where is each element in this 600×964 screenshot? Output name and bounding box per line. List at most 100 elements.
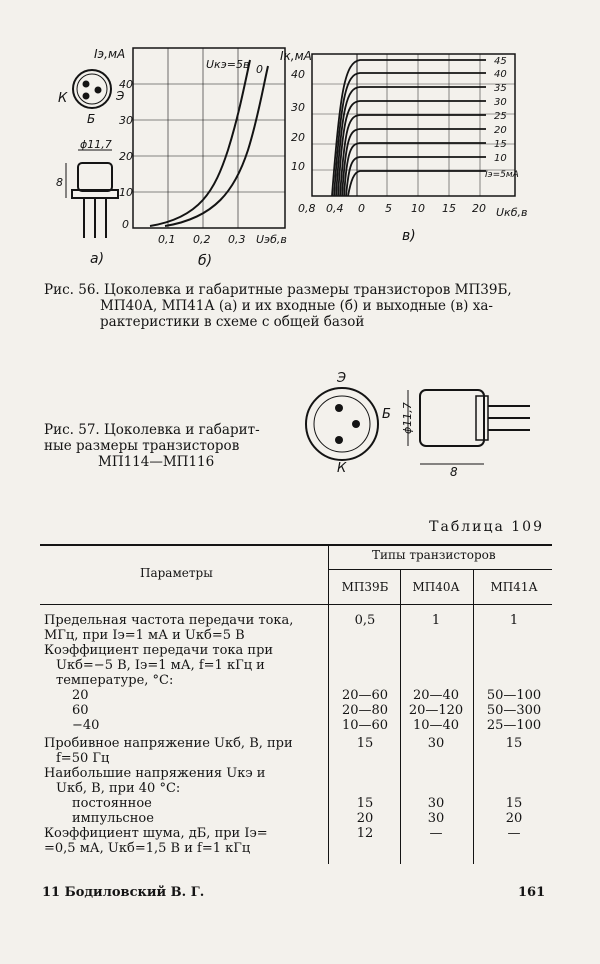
input-curve-uke5 (149, 59, 251, 227)
param-text: температуре, °С: (56, 673, 174, 688)
table-header-rule (40, 604, 552, 605)
param-text: 20 (72, 688, 89, 703)
caption-line: МП114—МП116 (98, 454, 215, 470)
panel-b-ytick-0: 0 (122, 218, 129, 231)
panel-c-ytick-30: 30 (291, 101, 305, 114)
panel-c-chart: Iк,мА 40 30 20 10 45 40 35 30 25 20 15 1… (280, 49, 527, 244)
param-text: Коэффициент передачи тока при (44, 643, 274, 658)
caption-line: ные размеры транзисторов (44, 438, 240, 454)
fig57-pin-e: Э (336, 371, 346, 386)
panel-b-xtick-02: 0,2 (193, 233, 211, 246)
cell-value: 1 (509, 613, 519, 628)
cell-value: 1 (431, 613, 441, 628)
cell-value: 20—120 (408, 703, 464, 718)
table-row: Наибольшие напряжения Uкэ и Uкб, В, при … (44, 766, 314, 796)
col-header-mp39b: МП39Б (341, 580, 389, 594)
fig57-diameter: ϕ11,7 (401, 402, 414, 434)
panel-c-xtick-08: 0,8 (298, 202, 316, 215)
figure-56: Э К Б ϕ11,7 8 а) Iэ,мА 40 30 20 10 0 0,1… (56, 47, 527, 269)
table-vrule (328, 544, 329, 864)
panel-c-xtick-0: 0 (358, 202, 365, 215)
fig57-pin-k: К (337, 461, 347, 476)
figure-57: Э Б К ϕ11,7 8 (305, 371, 530, 479)
panel-c-xlabel: Uкб,в (496, 206, 527, 219)
param-text: Наибольшие напряжения Uкэ и (44, 766, 266, 781)
fig57-pin-b: Б (382, 407, 391, 422)
curve-30: 30 (494, 97, 507, 108)
footer-signature: 11 Бодиловский В. Г. (42, 885, 205, 900)
panel-c-ytick-40: 40 (291, 68, 305, 81)
cell-value: 30 (427, 811, 445, 826)
pin-b-label: Б (87, 112, 95, 126)
panel-c-xtick-10: 10 (411, 202, 425, 215)
panel-b-chart: Iэ,мА 40 30 20 10 0 0,1 0,2 0,3 Uэб,в Uк… (94, 47, 287, 269)
param-text: f=50 Гц (56, 751, 110, 766)
types-header: Типы транзисторов (372, 548, 496, 562)
height-label: 8 (56, 176, 63, 189)
panel-b-xtick-03: 0,3 (228, 233, 246, 246)
curve-5: Iэ=5мА (485, 170, 519, 180)
caption-line: МП40А, МП41А (а) и их входные (б) и выхо… (100, 298, 493, 314)
panel-b-ytick-30: 30 (119, 114, 133, 127)
param-text: Коэффициент шума, дБ, при Iэ= (44, 826, 268, 841)
table-vrule (473, 569, 474, 864)
param-text: 60 (72, 703, 89, 718)
cell-value: 15 (505, 796, 523, 811)
panel-b-ytick-10: 10 (119, 186, 133, 199)
panel-b-label: б) (198, 253, 212, 269)
panel-c-xtick-5: 5 (385, 202, 392, 215)
table-row: Предельная частота передачи тока, МГц, п… (44, 613, 314, 643)
col-header-mp40a: МП40А (412, 580, 460, 594)
caption-line: Рис. 56. Цоколевка и габаритные размеры … (44, 282, 512, 298)
cell-value: 12 (356, 826, 374, 841)
types-rule (328, 569, 552, 570)
param-text: постоянное (72, 796, 152, 811)
param-text: Пробивное напряжение Uкб, В, при (44, 736, 293, 751)
table-row: Коэффициент шума, дБ, при Iэ= =0,5 мА, U… (44, 826, 314, 856)
table-row: Пробивное напряжение Uкб, В, при f=50 Гц (44, 736, 314, 766)
curve-45: 45 (494, 56, 507, 67)
panel-b-ytick-20: 20 (119, 150, 133, 163)
panel-c-xtick-15: 15 (442, 202, 456, 215)
cell-value: 20 (356, 811, 374, 826)
cell-value: 10—60 (341, 718, 389, 733)
col-header-mp41a: МП41А (490, 580, 538, 594)
table-title: Таблица 109 (429, 519, 544, 535)
panel-b-xtick-01: 0,1 (158, 233, 176, 246)
panel-c-label: в) (402, 228, 416, 244)
panel-a-label: а) (90, 251, 104, 267)
pin-e-label: Э (115, 89, 125, 103)
param-text: Uкб, В, при 40 °С: (56, 781, 181, 796)
page-number: 161 (518, 885, 546, 900)
panel-b-xlabel: Uэб,в (256, 233, 287, 246)
param-text: −40 (72, 718, 100, 733)
curve-10: 10 (494, 153, 507, 164)
cell-value: 50—300 (486, 703, 542, 718)
figure-56-caption: Рис. 56. Цоколевка и габаритные размеры … (44, 282, 564, 330)
curve-20: 20 (494, 125, 507, 136)
param-text: МГц, при Iэ=1 мА и Uкб=5 В (44, 628, 245, 643)
panel-a-pinout: Э К Б ϕ11,7 8 а) (56, 69, 125, 267)
diameter-label: ϕ11,7 (80, 138, 112, 151)
panel-c-ytick-20: 20 (291, 131, 305, 144)
cell-value: — (507, 826, 521, 841)
cell-value: 15 (505, 736, 523, 751)
cell-value: 15 (356, 736, 374, 751)
param-text: Предельная частота передачи тока, (44, 613, 294, 628)
figure-57-caption: Рис. 57. Цоколевка и габарит- ные размер… (44, 422, 284, 470)
cell-value: 20—60 (341, 688, 389, 703)
table-vrule (400, 569, 401, 864)
panel-c-xtick-04: 0,4 (326, 202, 344, 215)
curve-40: 40 (494, 69, 507, 80)
cell-value: 30 (427, 796, 445, 811)
cell-value: 15 (356, 796, 374, 811)
cell-value: 0,5 (354, 613, 376, 628)
cell-value: 20—40 (412, 688, 460, 703)
caption-line: Рис. 57. Цоколевка и габарит- (44, 422, 260, 438)
curve-35: 35 (494, 83, 507, 94)
table-top-rule (40, 544, 552, 546)
panel-b-ytick-40: 40 (119, 78, 133, 91)
cell-value: 20 (505, 811, 523, 826)
table-row: Коэффициент передачи тока при Uкб=−5 В, … (44, 643, 314, 688)
cell-value: 20—80 (341, 703, 389, 718)
